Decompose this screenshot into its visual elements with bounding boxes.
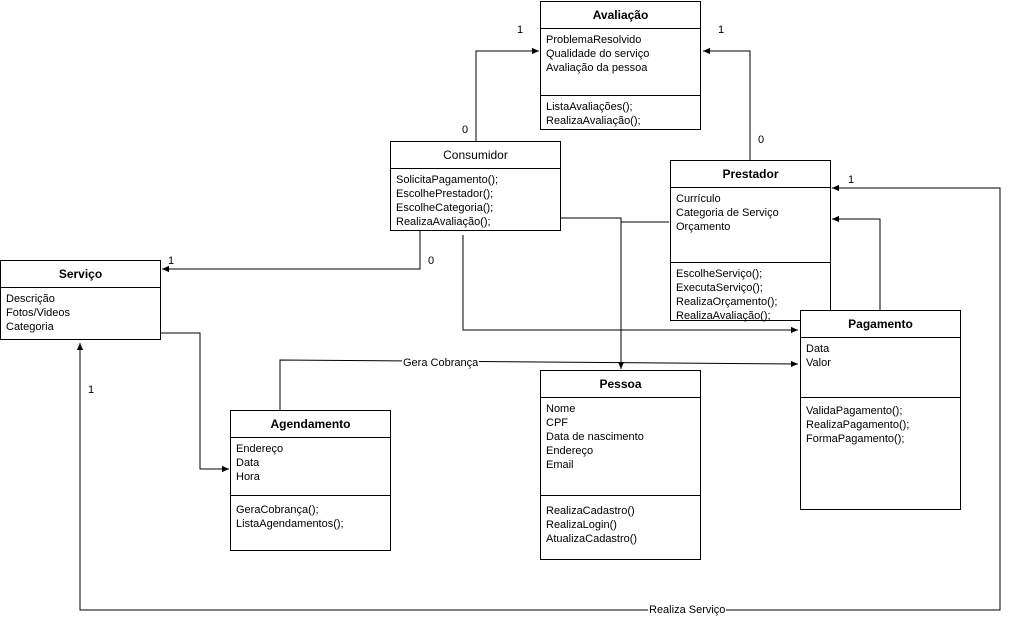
class-servico-title: Serviço <box>1 261 160 288</box>
attribute: Categoria de Serviço <box>676 207 779 219</box>
attribute: Endereço <box>236 443 284 455</box>
class-agendamento-attributes: Endereço Data Hora <box>231 438 390 496</box>
class-pagamento-attributes: Data Valor <box>801 338 960 398</box>
class-avaliacao-title: Avaliação <box>541 2 700 29</box>
class-avaliacao[interactable]: Avaliação ProblemaResolvido Qualidade do… <box>540 1 701 130</box>
method: SolicitaPagamento(); <box>396 174 499 186</box>
attribute: ProblemaResolvido <box>546 34 642 46</box>
edge-consumidor-servico <box>162 231 421 273</box>
class-agendamento-methods: GeraCobrança(); ListaAgendamentos(); <box>231 496 390 535</box>
method: RealizaPagamento(); <box>806 419 910 431</box>
multiplicity-label: 0 <box>428 255 435 267</box>
attribute: Categoria <box>6 321 54 333</box>
class-avaliacao-methods: ListaAvaliações(); RealizaAvaliação(); <box>541 96 700 132</box>
class-pagamento[interactable]: Pagamento Data Valor ValidaPagamento(); … <box>800 310 961 510</box>
method: RealizaAvaliação(); <box>676 310 771 322</box>
class-servico-attributes: Descrição Fotos/Videos Categoria <box>1 288 160 338</box>
edge-pagamento-prestador <box>832 215 881 311</box>
multiplicity-label: 1 <box>718 24 725 36</box>
edge-consumidor-avaliacao <box>475 47 539 141</box>
method: RealizaOrçamento(); <box>676 296 778 308</box>
attribute: Descrição <box>6 293 55 305</box>
attribute: Endereço <box>546 445 594 457</box>
attribute: Email <box>546 459 574 471</box>
attribute: Nome <box>546 403 576 415</box>
class-agendamento[interactable]: Agendamento Endereço Data Hora GeraCobra… <box>230 410 391 551</box>
attribute: Qualidade do serviço <box>546 48 650 60</box>
class-prestador-attributes: Currículo Categoria de Serviço Orçamento <box>671 188 830 263</box>
edge-agendamento-pagamento <box>279 359 799 411</box>
class-consumidor[interactable]: Consumidor SolicitaPagamento(); EscolheP… <box>390 141 561 231</box>
class-prestador-title: Prestador <box>671 161 830 188</box>
class-consumidor-title: Consumidor <box>391 142 560 169</box>
attribute: Currículo <box>676 193 721 205</box>
attribute: Data de nascimento <box>546 431 644 443</box>
method: RealizaAvaliação(); <box>546 115 641 127</box>
edge-consumidor-pessoa <box>561 217 625 369</box>
method: ListaAvaliações(); <box>546 101 633 113</box>
class-consumidor-methods: SolicitaPagamento(); EscolhePrestador();… <box>391 169 560 233</box>
multiplicity-label: 0 <box>758 134 765 146</box>
method: EscolheCategoria(); <box>396 202 494 214</box>
class-pagamento-methods: ValidaPagamento(); RealizaPagamento(); F… <box>801 398 960 450</box>
attribute: Data <box>806 343 830 355</box>
class-avaliacao-attributes: ProblemaResolvido Qualidade do serviço A… <box>541 29 700 96</box>
method: GeraCobrança(); <box>236 504 319 516</box>
multiplicity-label: 0 <box>462 124 469 136</box>
attribute: Valor <box>806 357 831 369</box>
method: ListaAgendamentos(); <box>236 518 344 530</box>
method: RealizaCadastro() <box>546 505 635 517</box>
attribute: Avaliação da pessoa <box>546 62 648 74</box>
edge-label-gera-cobranca: Gera Cobrança <box>402 357 480 369</box>
method: ExecutaServiço(); <box>676 282 763 294</box>
attribute: Orçamento <box>676 221 731 233</box>
multiplicity-label: 1 <box>88 384 95 396</box>
attribute: Fotos/Videos <box>6 307 71 319</box>
class-pessoa-attributes: Nome CPF Data de nascimento Endereço Ema… <box>541 398 700 496</box>
method: FormaPagamento(); <box>806 433 905 445</box>
method: RealizaLogin() <box>546 519 617 531</box>
method: AtualizaCadastro() <box>546 533 638 545</box>
multiplicity-label: 1 <box>168 255 175 267</box>
attribute: CPF <box>546 417 568 429</box>
class-pagamento-title: Pagamento <box>801 311 960 338</box>
multiplicity-label: 1 <box>848 174 855 186</box>
class-servico[interactable]: Serviço Descrição Fotos/Videos Categoria <box>0 260 161 340</box>
method: EscolhePrestador(); <box>396 188 494 200</box>
method: EscolheServiço(); <box>676 268 763 280</box>
attribute: Data <box>236 457 260 469</box>
method: RealizaAvaliação(); <box>396 216 491 228</box>
edge-realiza-servico <box>76 184 1001 611</box>
class-pessoa[interactable]: Pessoa Nome CPF Data de nascimento Ender… <box>540 370 701 560</box>
class-pessoa-title: Pessoa <box>541 371 700 398</box>
edge-servico-agendamento <box>161 332 229 473</box>
class-prestador[interactable]: Prestador Currículo Categoria de Serviço… <box>670 160 831 322</box>
multiplicity-label: 1 <box>517 24 524 36</box>
class-prestador-methods: EscolheServiço(); ExecutaServiço(); Real… <box>671 263 830 327</box>
class-agendamento-title: Agendamento <box>231 411 390 438</box>
class-pessoa-methods: RealizaCadastro() RealizaLogin() Atualiz… <box>541 496 700 550</box>
attribute: Hora <box>236 471 260 483</box>
edge-prestador-avaliacao <box>703 47 751 161</box>
edge-label-realiza-servico: Realiza Serviço <box>648 604 727 616</box>
method: ValidaPagamento(); <box>806 405 903 417</box>
